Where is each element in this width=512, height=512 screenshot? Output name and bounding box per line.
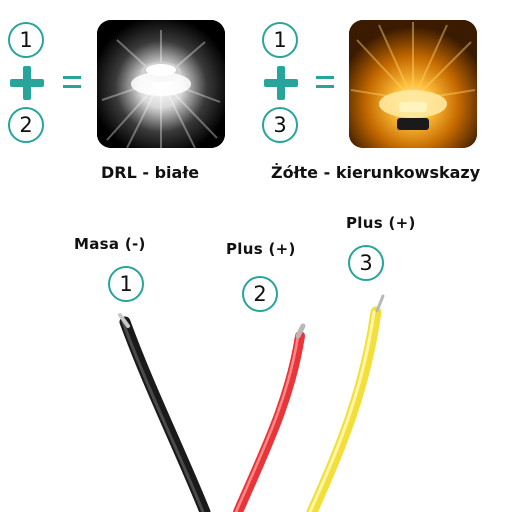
number-badge-1-right: 1 bbox=[262, 22, 298, 58]
wire-label-3: Plus (+) bbox=[346, 214, 416, 232]
caption-amber: Żółte - kierunkowskazy bbox=[271, 163, 481, 182]
equals-icon bbox=[63, 76, 81, 90]
wire-number-badge-3: 3 bbox=[348, 245, 384, 281]
wire-label-1: Masa (-) bbox=[74, 235, 146, 253]
number-text: 1 bbox=[19, 28, 33, 52]
red-wire bbox=[233, 323, 306, 512]
number-text: 2 bbox=[19, 113, 33, 137]
plus-icon bbox=[10, 66, 44, 100]
number-badge-1-left: 1 bbox=[8, 22, 44, 58]
number-text: 3 bbox=[359, 251, 373, 275]
number-text: 3 bbox=[273, 113, 287, 137]
equals-icon bbox=[316, 76, 334, 90]
number-text: 1 bbox=[119, 272, 133, 296]
number-text: 1 bbox=[273, 28, 287, 52]
number-badge-3-right: 3 bbox=[262, 107, 298, 143]
wire-number-badge-2: 2 bbox=[242, 276, 278, 312]
plus-icon bbox=[264, 66, 298, 100]
yellow-wire bbox=[306, 294, 385, 512]
number-text: 2 bbox=[253, 282, 267, 306]
number-badge-2-left: 2 bbox=[8, 107, 44, 143]
wire-label-2: Plus (+) bbox=[226, 240, 296, 258]
caption-white: DRL - białe bbox=[101, 163, 200, 182]
amber-light-photo bbox=[349, 20, 477, 148]
black-wire bbox=[118, 313, 211, 512]
wire-number-badge-1: 1 bbox=[108, 266, 144, 302]
white-light-photo bbox=[97, 20, 225, 148]
